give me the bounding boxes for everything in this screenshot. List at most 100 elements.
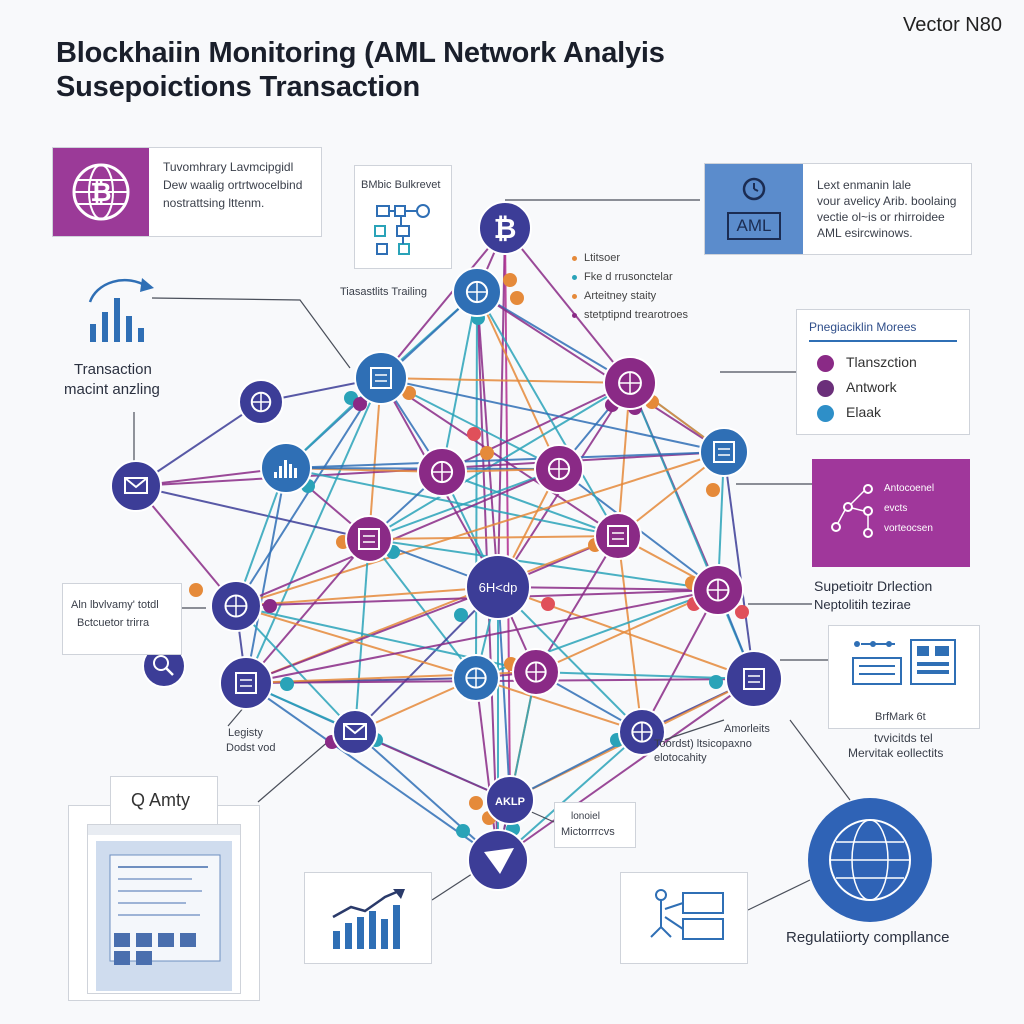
accent-dot (353, 397, 367, 411)
purple-card-line-1: Antocoenel (884, 483, 935, 494)
network-glyph-icon (631, 721, 653, 743)
legend-dot (817, 404, 834, 422)
card-monitors: lonoiel Mictorrrcvs (554, 802, 636, 848)
node-bottom[interactable] (467, 829, 529, 891)
accent-dot (709, 675, 723, 689)
node-table-left[interactable] (219, 656, 273, 710)
legend-dot (817, 354, 834, 372)
card-top-left-line-1: Tuvomhrary Lavmcipgidl (163, 160, 294, 174)
envelope-icon (124, 477, 148, 494)
node-mail-bottom[interactable] (332, 709, 378, 755)
network-edge (441, 291, 478, 473)
node-right-upper[interactable] (603, 356, 657, 410)
network-edge (476, 291, 631, 384)
caption-amorleits-2: Toordst) ltsicopaxno (654, 738, 752, 750)
network-edge (380, 377, 619, 537)
card-top-left: ₿ Tuvomhrary Lavmcipgidl Dew waalig ortr… (52, 147, 322, 237)
activity-tab-label: Q Amty (131, 790, 191, 810)
node-doc-right[interactable] (594, 512, 642, 560)
network-edge (135, 485, 370, 540)
caption-legisty-2: Dodst vod (226, 742, 276, 754)
mini-list-item-2: Fke d rrusonctelar (572, 271, 673, 283)
node-aklp[interactable]: AKLP (485, 775, 535, 825)
network-edge (235, 605, 477, 679)
flow-nodes-icon (831, 484, 873, 538)
bar-chart-icon (274, 460, 297, 478)
card-bmbic: BMbic Bulkrevet (354, 165, 452, 269)
caption-amorleits-3: elotocahity (654, 752, 707, 764)
network-edge (497, 731, 643, 861)
dashboard-preview-icon (109, 854, 221, 965)
network-edge (497, 227, 506, 588)
accent-dot (503, 273, 517, 287)
aml-badge-panel: AML (705, 164, 803, 254)
network-edge (235, 468, 560, 607)
aklp-label: AKLP (495, 796, 525, 808)
node-chart[interactable] (260, 442, 312, 494)
regulatory-card (620, 872, 748, 964)
network-edge (476, 291, 725, 453)
network-edge (441, 382, 631, 473)
node-mid-bottom-right[interactable] (512, 648, 560, 696)
node-left-upper[interactable] (354, 351, 408, 405)
document-icon (235, 672, 257, 694)
activity-screen-header (88, 825, 240, 835)
activity-tab[interactable]: Q Amty (110, 776, 218, 824)
card-aml-line-3: vectie ol~is or rhirroidee (817, 210, 945, 224)
network-edge (245, 467, 287, 684)
hub-node[interactable]: 6H<dp (465, 554, 531, 620)
node-mid-right[interactable] (534, 444, 584, 494)
bitcoin-node[interactable]: ₿ (478, 201, 532, 255)
node-people-left[interactable] (210, 580, 262, 632)
caption-suspicion-1: Supetioitr Drlection (814, 578, 933, 594)
node-mid-bottom[interactable] (452, 654, 500, 702)
flowchart-icon (374, 204, 430, 255)
network-edge (504, 227, 631, 384)
legend-card: Pnegiaciklin Morees Tlanszction Antwork … (796, 309, 970, 435)
node-trailing[interactable] (452, 267, 502, 317)
network-edge (497, 586, 755, 680)
connector-line (789, 719, 851, 801)
node-doc-left[interactable] (345, 515, 393, 563)
caption-transaction-trailing: Tiasastlits Trailing (340, 286, 428, 298)
card-monitors-line-1: lonoiel (571, 811, 600, 822)
node-document-right[interactable] (692, 564, 744, 616)
legend-title: Pnegiaciklin Morees (809, 320, 917, 334)
network-edge (380, 227, 506, 379)
node-mid-left[interactable] (417, 447, 467, 497)
hub-label: 6H<dp (479, 580, 518, 595)
mini-list-item-3-text: Arteitney staity (584, 290, 657, 302)
caption-regulatory: Regulatiiorty compllance (786, 929, 950, 946)
network-edge (368, 535, 619, 540)
accent-dot (454, 608, 468, 622)
accent-dot (402, 386, 416, 400)
report-chart-icon (852, 639, 956, 685)
accent-dot (189, 583, 203, 597)
legend-item-label: Tlanszction (846, 354, 917, 370)
network-edge (354, 538, 370, 733)
network-glyph-icon (224, 594, 248, 618)
card-aml: AML Lext enmanin lale vour avelicy Arib.… (704, 163, 972, 255)
caption-brfmark-3: Mervitak eollectits (848, 746, 944, 760)
node-people[interactable] (238, 379, 284, 425)
node-device-bottom[interactable] (618, 708, 666, 756)
shield-icon (484, 848, 514, 874)
aml-badge: AML (727, 212, 781, 240)
mini-list-item-4-text: stetptipnd trearotroes (584, 309, 688, 321)
node-envelope[interactable] (110, 460, 162, 512)
card-activity: Aln lbvlvamy' totdl Bctcuetor trirra (62, 583, 182, 655)
network-edge (441, 471, 619, 537)
card-connectors (133, 199, 851, 911)
mini-list-item-1-text: Ltitsoer (584, 252, 621, 264)
node-right-monitor[interactable] (699, 427, 749, 477)
card-top-left-line-3: nostrattsing lttenm. (163, 196, 265, 210)
title-line-1: Blockhaiin Monitoring (AML Network Analy… (56, 37, 665, 69)
network-edge (497, 586, 511, 801)
network-edge (285, 451, 725, 469)
growth-chart-icon (332, 889, 405, 949)
node-table-right[interactable] (725, 650, 783, 708)
accent-dot (541, 597, 555, 611)
network-edge (245, 589, 719, 684)
accent-dot (467, 427, 481, 441)
